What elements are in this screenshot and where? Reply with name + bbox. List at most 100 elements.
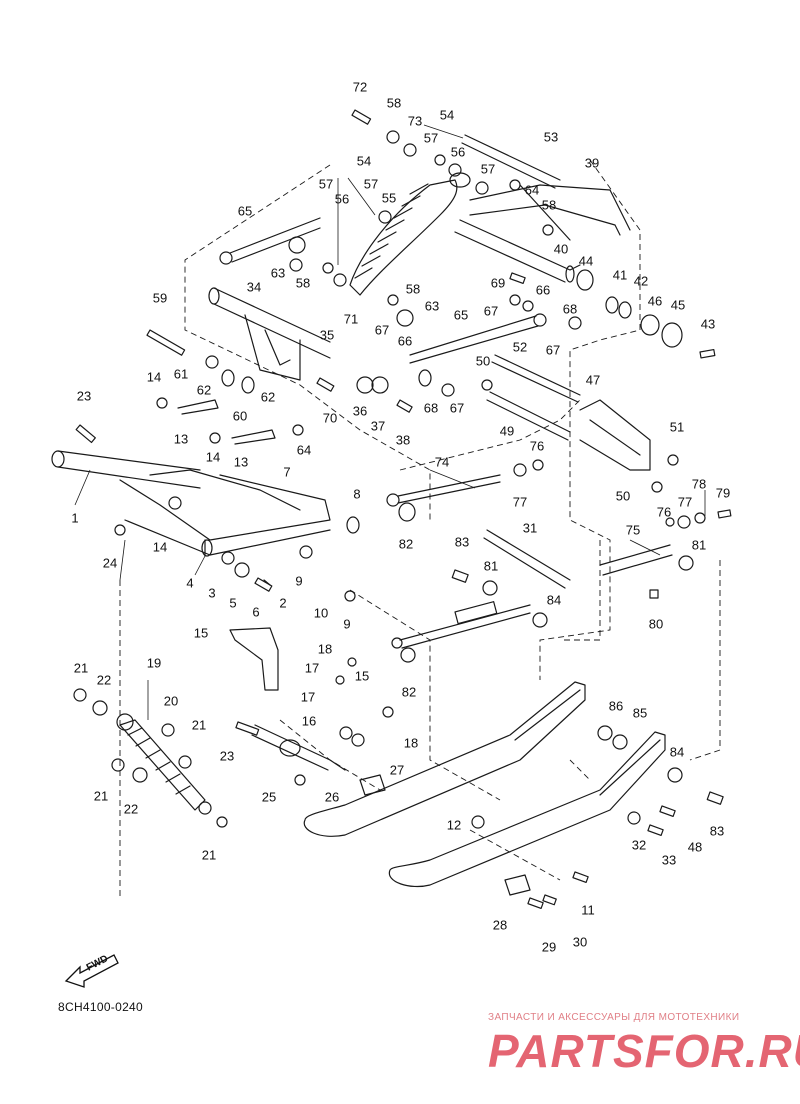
part-number-callout: 82 — [401, 684, 417, 700]
part-number-callout: 32 — [631, 837, 647, 853]
part-number-callout: 59 — [152, 290, 168, 306]
part-number-callout: 21 — [201, 847, 217, 863]
part-number-callout: 63 — [424, 298, 440, 314]
part-number-callout: 61 — [173, 366, 189, 382]
rear-pivot-arm — [251, 724, 346, 771]
shaft-31 — [483, 529, 571, 589]
part-number-callout: 54 — [356, 153, 372, 169]
part-number-callout: 60 — [232, 408, 248, 424]
skid-rail-right — [388, 731, 666, 888]
part-number-callout: 14 — [205, 449, 221, 465]
part-number-callout: 18 — [403, 735, 419, 751]
bracket-15 — [229, 627, 279, 691]
bracket-47 — [579, 399, 651, 471]
part-number-callout: 15 — [193, 625, 209, 641]
part-number-callout: 23 — [219, 748, 235, 764]
part-number-callout: 73 — [407, 113, 423, 129]
part-number-callout: 57 — [363, 176, 379, 192]
part-number-callout: 21 — [191, 717, 207, 733]
part-number-callout: 50 — [475, 353, 491, 369]
part-number-callout: 27 — [389, 762, 405, 778]
rear-shock-lower — [116, 713, 212, 815]
part-number-callout: 14 — [152, 539, 168, 555]
part-number-callout: 23 — [76, 388, 92, 404]
fwd-arrow-icon — [64, 954, 119, 988]
part-number-callout: 77 — [677, 494, 693, 510]
part-number-callout: 46 — [647, 293, 663, 309]
rear-shock-upper — [349, 172, 471, 296]
rod-74 — [386, 474, 501, 507]
part-number-callout: 77 — [512, 494, 528, 510]
part-number-callout: 54 — [439, 107, 455, 123]
rod-53 — [461, 134, 561, 189]
part-number-callout: 11 — [581, 902, 595, 918]
part-number-callout: 81 — [691, 537, 707, 553]
part-number-callout: 58 — [295, 275, 311, 291]
part-number-callout: 47 — [585, 372, 601, 388]
part-number-callout: 26 — [324, 789, 340, 805]
part-number-callout: 66 — [397, 333, 413, 349]
part-number-callout: 13 — [233, 454, 249, 470]
part-number-callout: 7 — [283, 464, 291, 480]
part-number-callout: 28 — [492, 917, 508, 933]
part-number-callout: 57 — [480, 161, 496, 177]
part-number-callout: 18 — [317, 641, 333, 657]
part-number-callout: 56 — [450, 144, 466, 160]
part-number-callout: 62 — [196, 382, 212, 398]
part-number-callout: 55 — [381, 190, 397, 206]
part-number-callout: 42 — [633, 273, 649, 289]
part-number-callout: 17 — [304, 660, 320, 676]
part-number-callout: 14 — [146, 369, 162, 385]
part-number-callout: 2 — [279, 595, 287, 611]
part-number-callout: 22 — [96, 672, 112, 688]
watermark-caption: ЗАПЧАСТИ И АКСЕССУАРЫ ДЛЯ МОТОТЕХНИКИ — [488, 1012, 740, 1023]
part-number-callout: 41 — [612, 267, 628, 283]
part-number-callout: 44 — [578, 253, 594, 269]
fasteners — [73, 109, 732, 910]
part-number-callout: 19 — [146, 655, 162, 671]
shaft-75 — [599, 544, 673, 576]
part-number-callout: 56 — [334, 191, 350, 207]
part-number-callout: 20 — [163, 693, 179, 709]
part-number-callout: 4 — [186, 575, 194, 591]
skid-rail-left — [303, 681, 586, 837]
part-number-callout: 67 — [449, 400, 465, 416]
part-number-callout: 84 — [669, 744, 685, 760]
part-number-callout: 6 — [252, 604, 260, 620]
watermark-logo: PARTSFOR.RU — [488, 1025, 800, 1077]
part-number-callout: 52 — [512, 339, 528, 355]
part-number-callout: 68 — [423, 400, 439, 416]
part-number-callout: 48 — [687, 839, 703, 855]
part-number-callout: 63 — [270, 265, 286, 281]
part-number-callout: 53 — [543, 129, 559, 145]
part-number-callout: 67 — [483, 303, 499, 319]
part-number-callout: 64 — [524, 182, 540, 198]
part-number-callout: 1 — [71, 510, 79, 526]
part-number-callout: 67 — [545, 342, 561, 358]
link-rod-upper — [219, 217, 321, 265]
part-number-callout: 8 — [353, 486, 361, 502]
part-number-callout: 34 — [246, 279, 262, 295]
part-number-callout: 84 — [546, 592, 562, 608]
part-number-callout: 49 — [499, 423, 515, 439]
shaft-52 — [491, 354, 581, 403]
part-number-callout: 62 — [260, 389, 276, 405]
part-number-callout: 80 — [648, 616, 664, 632]
part-number-callout: 16 — [301, 713, 317, 729]
part-number-callout: 5 — [229, 595, 237, 611]
part-number-callout: 64 — [296, 442, 312, 458]
part-number-callout: 39 — [584, 155, 600, 171]
part-number-callout: 57 — [318, 176, 334, 192]
part-number-callout: 74 — [434, 454, 450, 470]
link-rod-lower — [409, 313, 547, 364]
part-number-callout: 13 — [173, 431, 189, 447]
assembly-dash-lines — [119, 159, 721, 900]
part-number-callout: 33 — [661, 852, 677, 868]
part-number-callout: 15 — [354, 668, 370, 684]
part-number-callout: 85 — [632, 705, 648, 721]
part-number-callout: 38 — [395, 432, 411, 448]
part-number-callout: 10 — [313, 605, 329, 621]
part-number-callout: 12 — [446, 817, 462, 833]
part-number-callout: 25 — [261, 789, 277, 805]
